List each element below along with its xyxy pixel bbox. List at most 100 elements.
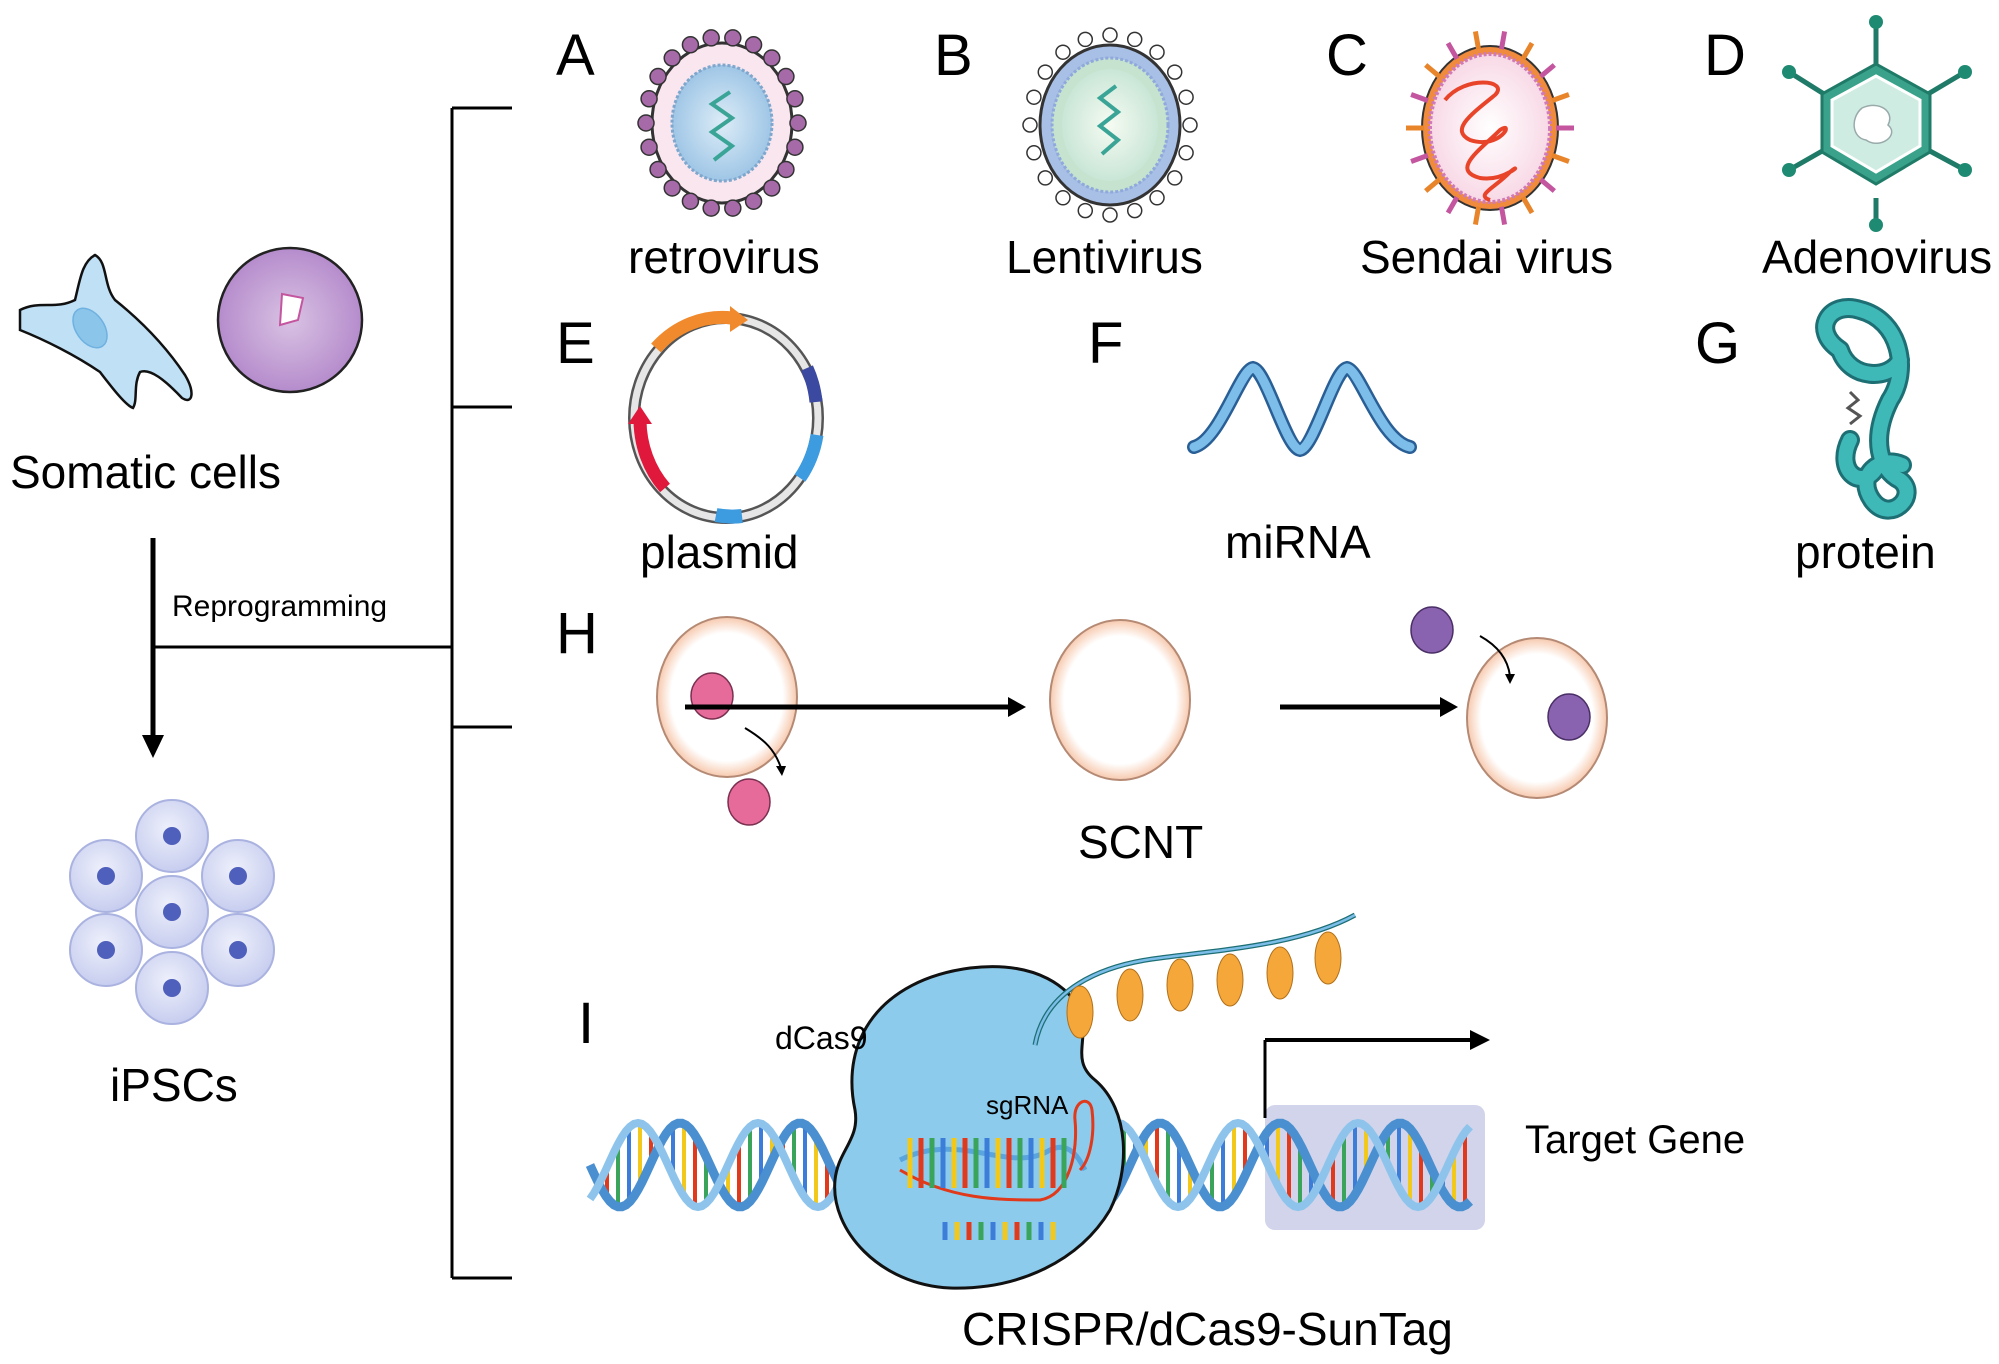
lentivirus-spike	[1166, 64, 1183, 80]
ipsc-cluster-icon	[69, 799, 275, 1025]
lentivirus-spike	[1026, 89, 1042, 105]
lentivirus-spike	[1102, 27, 1118, 43]
retrovirus-spike	[786, 90, 804, 108]
retrovirus-spike	[663, 179, 681, 197]
crispr-label: CRISPR/dCas9-SunTag	[962, 1303, 1453, 1355]
lentivirus-spike	[1178, 89, 1194, 105]
lentivirus-spike	[1037, 170, 1054, 186]
panel-letter-i: I	[578, 991, 595, 1056]
retrovirus-icon	[637, 29, 807, 217]
lentivirus-spike	[1077, 31, 1094, 48]
retrovirus-spike	[640, 90, 658, 108]
sgrna-icon	[898, 1099, 1095, 1240]
ipscs-label: iPSCs	[110, 1059, 238, 1111]
retrovirus-spike	[649, 160, 667, 179]
sendai-spike	[1445, 41, 1460, 60]
sendai-spike	[1520, 41, 1535, 60]
sendai-spike	[1498, 31, 1508, 50]
sendai-spike	[1472, 31, 1482, 50]
lentivirus-spike	[1055, 44, 1071, 60]
panel-letter-d: D	[1704, 23, 1746, 88]
target-gene-label: Target Gene	[1525, 1118, 1746, 1162]
panel-letter-a: A	[556, 23, 595, 88]
suntag-chain-icon	[1032, 912, 1357, 1046]
lentivirus-icon	[1022, 27, 1198, 223]
lentivirus-spike	[1102, 207, 1118, 223]
transcription-start-arrow	[1263, 1030, 1490, 1118]
method-bracket	[450, 106, 512, 1280]
protein-icon	[1815, 298, 1917, 520]
panel-letter-f: F	[1088, 311, 1124, 376]
lentivirus-spike	[1022, 117, 1038, 133]
sendai-spike	[1520, 196, 1535, 215]
scnt-arrow-2	[1280, 697, 1458, 717]
lentivirus-spike	[1126, 31, 1143, 48]
sendai-spike	[1538, 63, 1556, 79]
retrovirus-spike	[744, 192, 763, 210]
adenovirus-label: Adenovirus	[1762, 231, 1993, 283]
protein-label: protein	[1795, 526, 1936, 578]
dcas9-label: dCas9	[775, 1020, 868, 1056]
sendai-spike	[1538, 177, 1556, 193]
fibroblast-cell-icon	[18, 253, 193, 410]
retrovirus-spike	[663, 49, 681, 67]
lentivirus-spike	[1178, 145, 1194, 161]
retrovirus-spike	[637, 114, 655, 132]
retrovirus-spike	[724, 199, 742, 217]
retrovirus-spike	[681, 36, 700, 54]
retrovirus-spike	[777, 160, 795, 179]
reprogramming-label: Reprogramming	[172, 590, 388, 623]
reprogramming-arrow	[142, 538, 452, 758]
round-cell-icon	[216, 246, 364, 394]
lentivirus-spike	[1166, 170, 1183, 186]
mirna-icon-fill	[1189, 363, 1415, 455]
panel-letter-b: B	[934, 23, 973, 88]
sendai-spike	[1551, 153, 1570, 164]
sendai-spike	[1551, 92, 1570, 103]
scnt-label: SCNT	[1078, 816, 1204, 868]
retrovirus-spike	[777, 67, 795, 86]
adenovirus-icon	[1782, 15, 1972, 232]
sendai-spike	[1410, 92, 1429, 103]
plasmid-icon	[628, 306, 824, 524]
lentivirus-spike	[1077, 202, 1094, 219]
lentivirus-spike	[1182, 117, 1198, 133]
panel-letter-e: E	[556, 311, 595, 376]
lentivirus-spike	[1126, 202, 1143, 219]
scnt-reconstructed-cell-icon	[1410, 606, 1608, 799]
sendai-spike	[1498, 206, 1508, 225]
sendai-spike	[1424, 63, 1442, 79]
retrovirus-label: retrovirus	[628, 231, 820, 283]
retrovirus-spike	[681, 192, 700, 210]
retrovirus-spike	[789, 114, 807, 132]
lentivirus-label: Lentivirus	[1006, 231, 1203, 283]
retrovirus-spike	[702, 199, 720, 217]
retrovirus-spike	[786, 138, 804, 156]
sendai-spike	[1410, 153, 1429, 164]
lentivirus-spike	[1026, 145, 1042, 161]
retrovirus-spike	[744, 36, 763, 54]
panel-letter-g: G	[1695, 311, 1741, 376]
lentivirus-spike	[1055, 190, 1071, 206]
lentivirus-spike	[1149, 44, 1165, 60]
retrovirus-spike	[640, 138, 658, 156]
lentivirus-spike	[1149, 190, 1165, 206]
sendai-virus-label: Sendai virus	[1360, 231, 1614, 283]
sendai-spike	[1445, 196, 1460, 215]
retrovirus-spike	[763, 49, 781, 67]
sgrna-label: sgRNA	[986, 1090, 1069, 1120]
mirna-label: miRNA	[1225, 516, 1371, 568]
lentivirus-spike	[1037, 64, 1054, 80]
retrovirus-spike	[702, 29, 720, 47]
retrovirus-spike	[649, 67, 667, 86]
sendai-virus-icon	[1406, 31, 1574, 225]
scnt-arrow-1	[685, 697, 1026, 717]
sendai-spike	[1472, 206, 1482, 225]
plasmid-label: plasmid	[640, 526, 799, 578]
retrovirus-spike	[724, 29, 742, 47]
dcas9-protein-icon	[833, 965, 1125, 1290]
panel-letter-c: C	[1326, 23, 1368, 88]
panel-letter-h: H	[556, 601, 598, 666]
scnt-donor-cell-icon	[656, 616, 798, 826]
